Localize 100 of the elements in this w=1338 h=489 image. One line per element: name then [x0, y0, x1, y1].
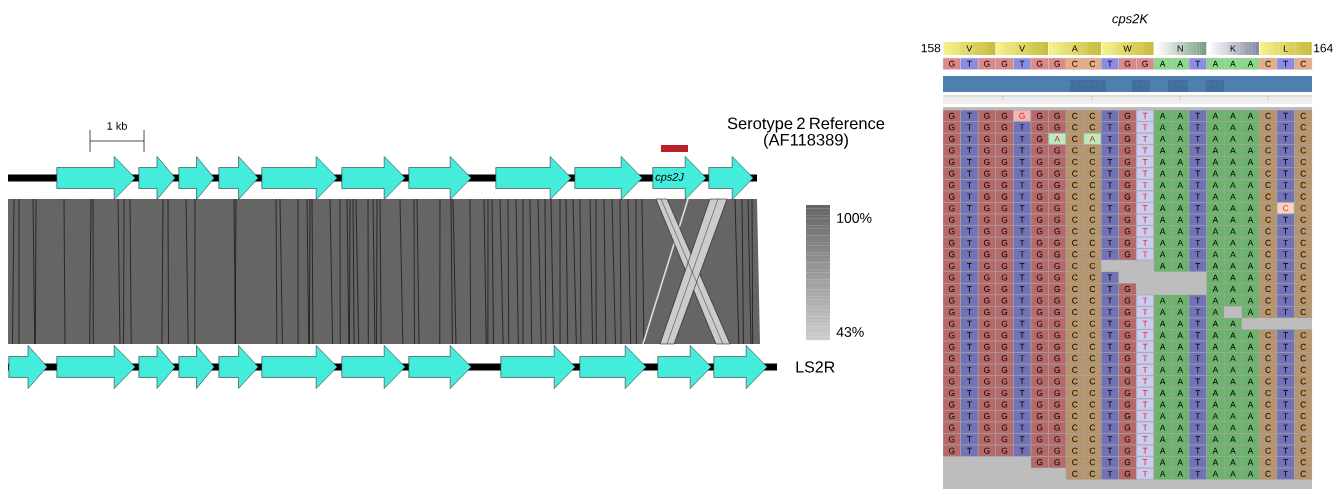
reference-base: C	[1083, 58, 1101, 70]
read-base: G	[1048, 167, 1066, 180]
read-base: T	[1277, 133, 1295, 145]
read-base: C	[1294, 202, 1312, 214]
read-base: A	[1206, 364, 1224, 376]
read-base: C	[1259, 387, 1277, 399]
read-base: G	[978, 364, 996, 376]
read-base: C	[1066, 214, 1084, 226]
read-base: G	[1048, 202, 1066, 214]
read-base: G	[995, 156, 1014, 168]
read-base: T	[1277, 387, 1295, 399]
read-base: A	[1171, 225, 1189, 237]
read-base: T	[1136, 364, 1154, 376]
read-base: A	[1241, 468, 1260, 480]
amino-acid-cell: L	[1259, 42, 1312, 55]
read-base: G	[1031, 294, 1049, 307]
read-base: T	[1101, 341, 1119, 353]
read-base: C	[1083, 156, 1101, 168]
read-base: T	[1189, 468, 1207, 480]
read-base: T	[960, 364, 978, 376]
read-base: T	[960, 121, 978, 133]
read-base: G	[995, 179, 1014, 191]
read-base: T	[960, 387, 978, 399]
read-base: T	[1189, 248, 1207, 260]
reference-base: A	[1224, 58, 1242, 70]
read-base: G	[1031, 271, 1049, 284]
reference-base: G	[1136, 58, 1154, 70]
read-base: A	[1241, 156, 1260, 168]
read-base: T	[1101, 456, 1119, 468]
read-base: G	[995, 110, 1014, 122]
read-base: G	[943, 294, 961, 307]
read-base: C	[1083, 456, 1101, 468]
read-base: A	[1171, 191, 1189, 203]
read-base: G	[1118, 225, 1137, 237]
read-base: C	[1066, 398, 1084, 411]
read-base: C	[1294, 271, 1312, 284]
read-base: T	[1013, 306, 1031, 318]
read-base: T	[960, 225, 978, 237]
read-base: A	[1206, 398, 1224, 411]
read-base: C	[1294, 179, 1312, 191]
read-base: C	[1083, 387, 1101, 399]
gene-symbol	[178, 345, 215, 389]
read-base: A	[1171, 422, 1189, 434]
amino-acid-cell: K	[1207, 42, 1259, 55]
read-base: C	[1066, 387, 1084, 399]
read-base: G	[1048, 341, 1066, 353]
read-base: G	[995, 121, 1014, 133]
read-base: G	[1048, 410, 1066, 422]
read-base: T	[1277, 167, 1295, 180]
gene-symbol	[261, 156, 338, 200]
read-base: G	[1118, 468, 1137, 480]
read-base: G	[978, 318, 996, 330]
scale-bar-label: 1 kb	[107, 121, 127, 130]
read-base: C	[1083, 341, 1101, 353]
read-base: C	[1083, 306, 1101, 318]
read-base: G	[1118, 456, 1137, 468]
read-base: A	[1154, 352, 1172, 364]
read-base: A	[1171, 375, 1189, 388]
read-base: G	[995, 283, 1014, 295]
read-base: A	[1241, 341, 1260, 353]
read-base: G	[995, 144, 1014, 157]
read-base: T	[1101, 121, 1119, 133]
read-base: T	[1101, 179, 1119, 191]
read-base: G	[943, 341, 961, 353]
read-base: T	[1189, 329, 1207, 341]
read-base: T	[1277, 445, 1295, 457]
read-base: C	[1259, 410, 1277, 422]
read-base: C	[1294, 433, 1312, 445]
gene-symbol	[713, 345, 768, 389]
read-base: A	[1206, 260, 1224, 272]
read-base: T	[1136, 179, 1154, 191]
gene-symbol	[408, 156, 472, 200]
read-base: A	[1241, 306, 1260, 318]
read-base: G	[1031, 433, 1049, 445]
read-base: C	[1259, 294, 1277, 307]
read-base: G	[1118, 156, 1137, 168]
read-base: T	[960, 433, 978, 445]
read-base: T	[1189, 410, 1207, 422]
read-base: C	[1294, 364, 1312, 376]
read-base: G	[1031, 110, 1049, 122]
read-base: G	[978, 202, 996, 214]
read-base: C	[1083, 202, 1101, 214]
read-base: C	[1083, 468, 1101, 480]
read-base: T	[1136, 433, 1154, 445]
read-base: A	[1241, 202, 1260, 214]
read-base: C	[1083, 410, 1101, 422]
amino-acid-cell: A	[1048, 42, 1101, 55]
read-base: T	[1136, 422, 1154, 434]
position-number: 158	[921, 43, 941, 53]
read-base: G	[1031, 410, 1049, 422]
gene-symbol	[341, 345, 406, 389]
read-base: T	[1136, 225, 1154, 237]
read-base: A	[1224, 352, 1242, 364]
read-base: G	[943, 202, 961, 214]
read-base: T	[1277, 214, 1295, 226]
read-base: G	[1118, 133, 1137, 145]
read-base: A	[1241, 398, 1260, 411]
read-base: A	[1224, 422, 1242, 434]
read-base: T	[1277, 191, 1295, 203]
reference-base: G	[943, 58, 961, 70]
